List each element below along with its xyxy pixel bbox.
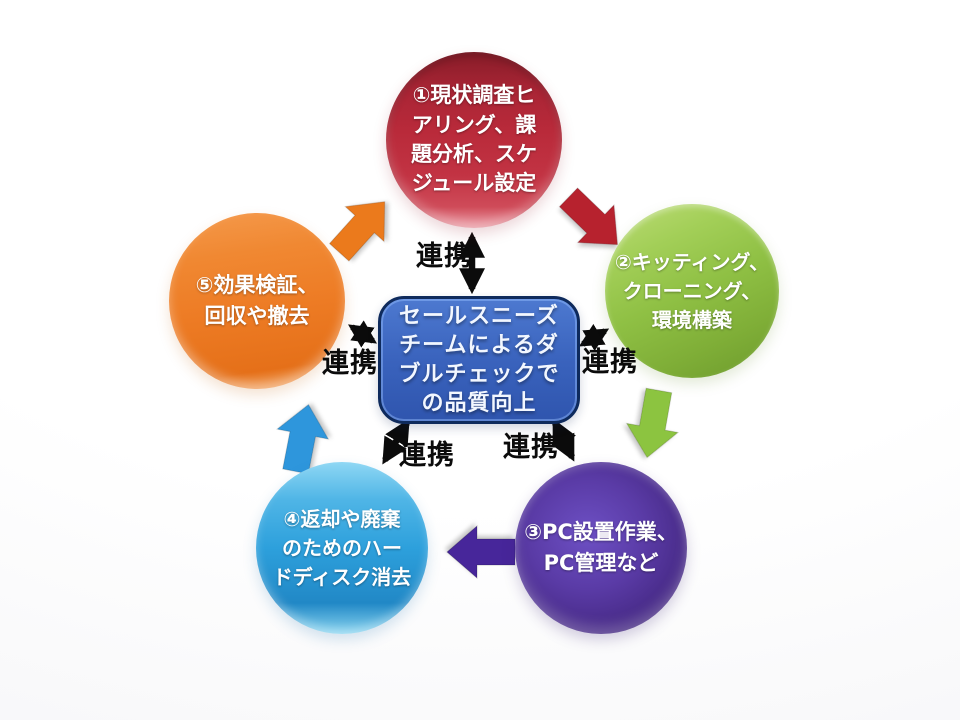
link-label-center-step2: 連携 bbox=[582, 347, 638, 378]
link-label-center-step4: 連携 bbox=[399, 440, 455, 471]
node-step2: ②キッティング、 クローニング、 環境構築 bbox=[605, 204, 779, 378]
link-arrow-center-step5 bbox=[348, 320, 377, 348]
node-step3-label: ③PC設置作業、 PC管理など bbox=[524, 519, 678, 576]
node-step3: ③PC設置作業、 PC管理など bbox=[515, 462, 687, 634]
node-step1: ①現状調査ヒ アリング、課 題分析、スケ ジュール設定 bbox=[386, 52, 562, 228]
flow-arrow-step1-to-step2-icon bbox=[558, 187, 619, 246]
node-step5: ⑤効果検証、 回収や撤去 bbox=[169, 213, 345, 389]
flow-arrow-step5-to-step1-icon bbox=[328, 201, 386, 262]
node-step1-label: ①現状調査ヒ アリング、課 題分析、スケ ジュール設定 bbox=[411, 83, 537, 196]
link-label-center-step5: 連携 bbox=[322, 348, 378, 379]
node-step5-label: ⑤効果検証、 回収や撤去 bbox=[195, 272, 319, 329]
flow-arrow-step3-to-step4-icon bbox=[446, 524, 516, 580]
flow-arrow-step2-to-step3-icon bbox=[625, 387, 680, 459]
node-step2-label: ②キッティング、 クローニング、 環境構築 bbox=[614, 249, 770, 332]
link-arrow-center-step3 bbox=[551, 418, 576, 462]
node-step4: ④返却や廃棄 のためのハー ドディスク消去 bbox=[256, 462, 428, 634]
node-step4-label: ④返却や廃棄 のためのハー ドディスク消去 bbox=[272, 506, 412, 589]
link-label-center-step3: 連携 bbox=[503, 432, 559, 463]
center-node: セールスニーズ チームによるダ ブルチェックで の品質向上 bbox=[378, 296, 580, 424]
center-node-label: セールスニーズ チームによるダ ブルチェックで の品質向上 bbox=[398, 303, 560, 417]
link-arrow-center-step2 bbox=[578, 323, 610, 352]
link-arrow-center-step4 bbox=[382, 418, 410, 465]
link-label-center-step1: 連携 bbox=[416, 241, 472, 272]
